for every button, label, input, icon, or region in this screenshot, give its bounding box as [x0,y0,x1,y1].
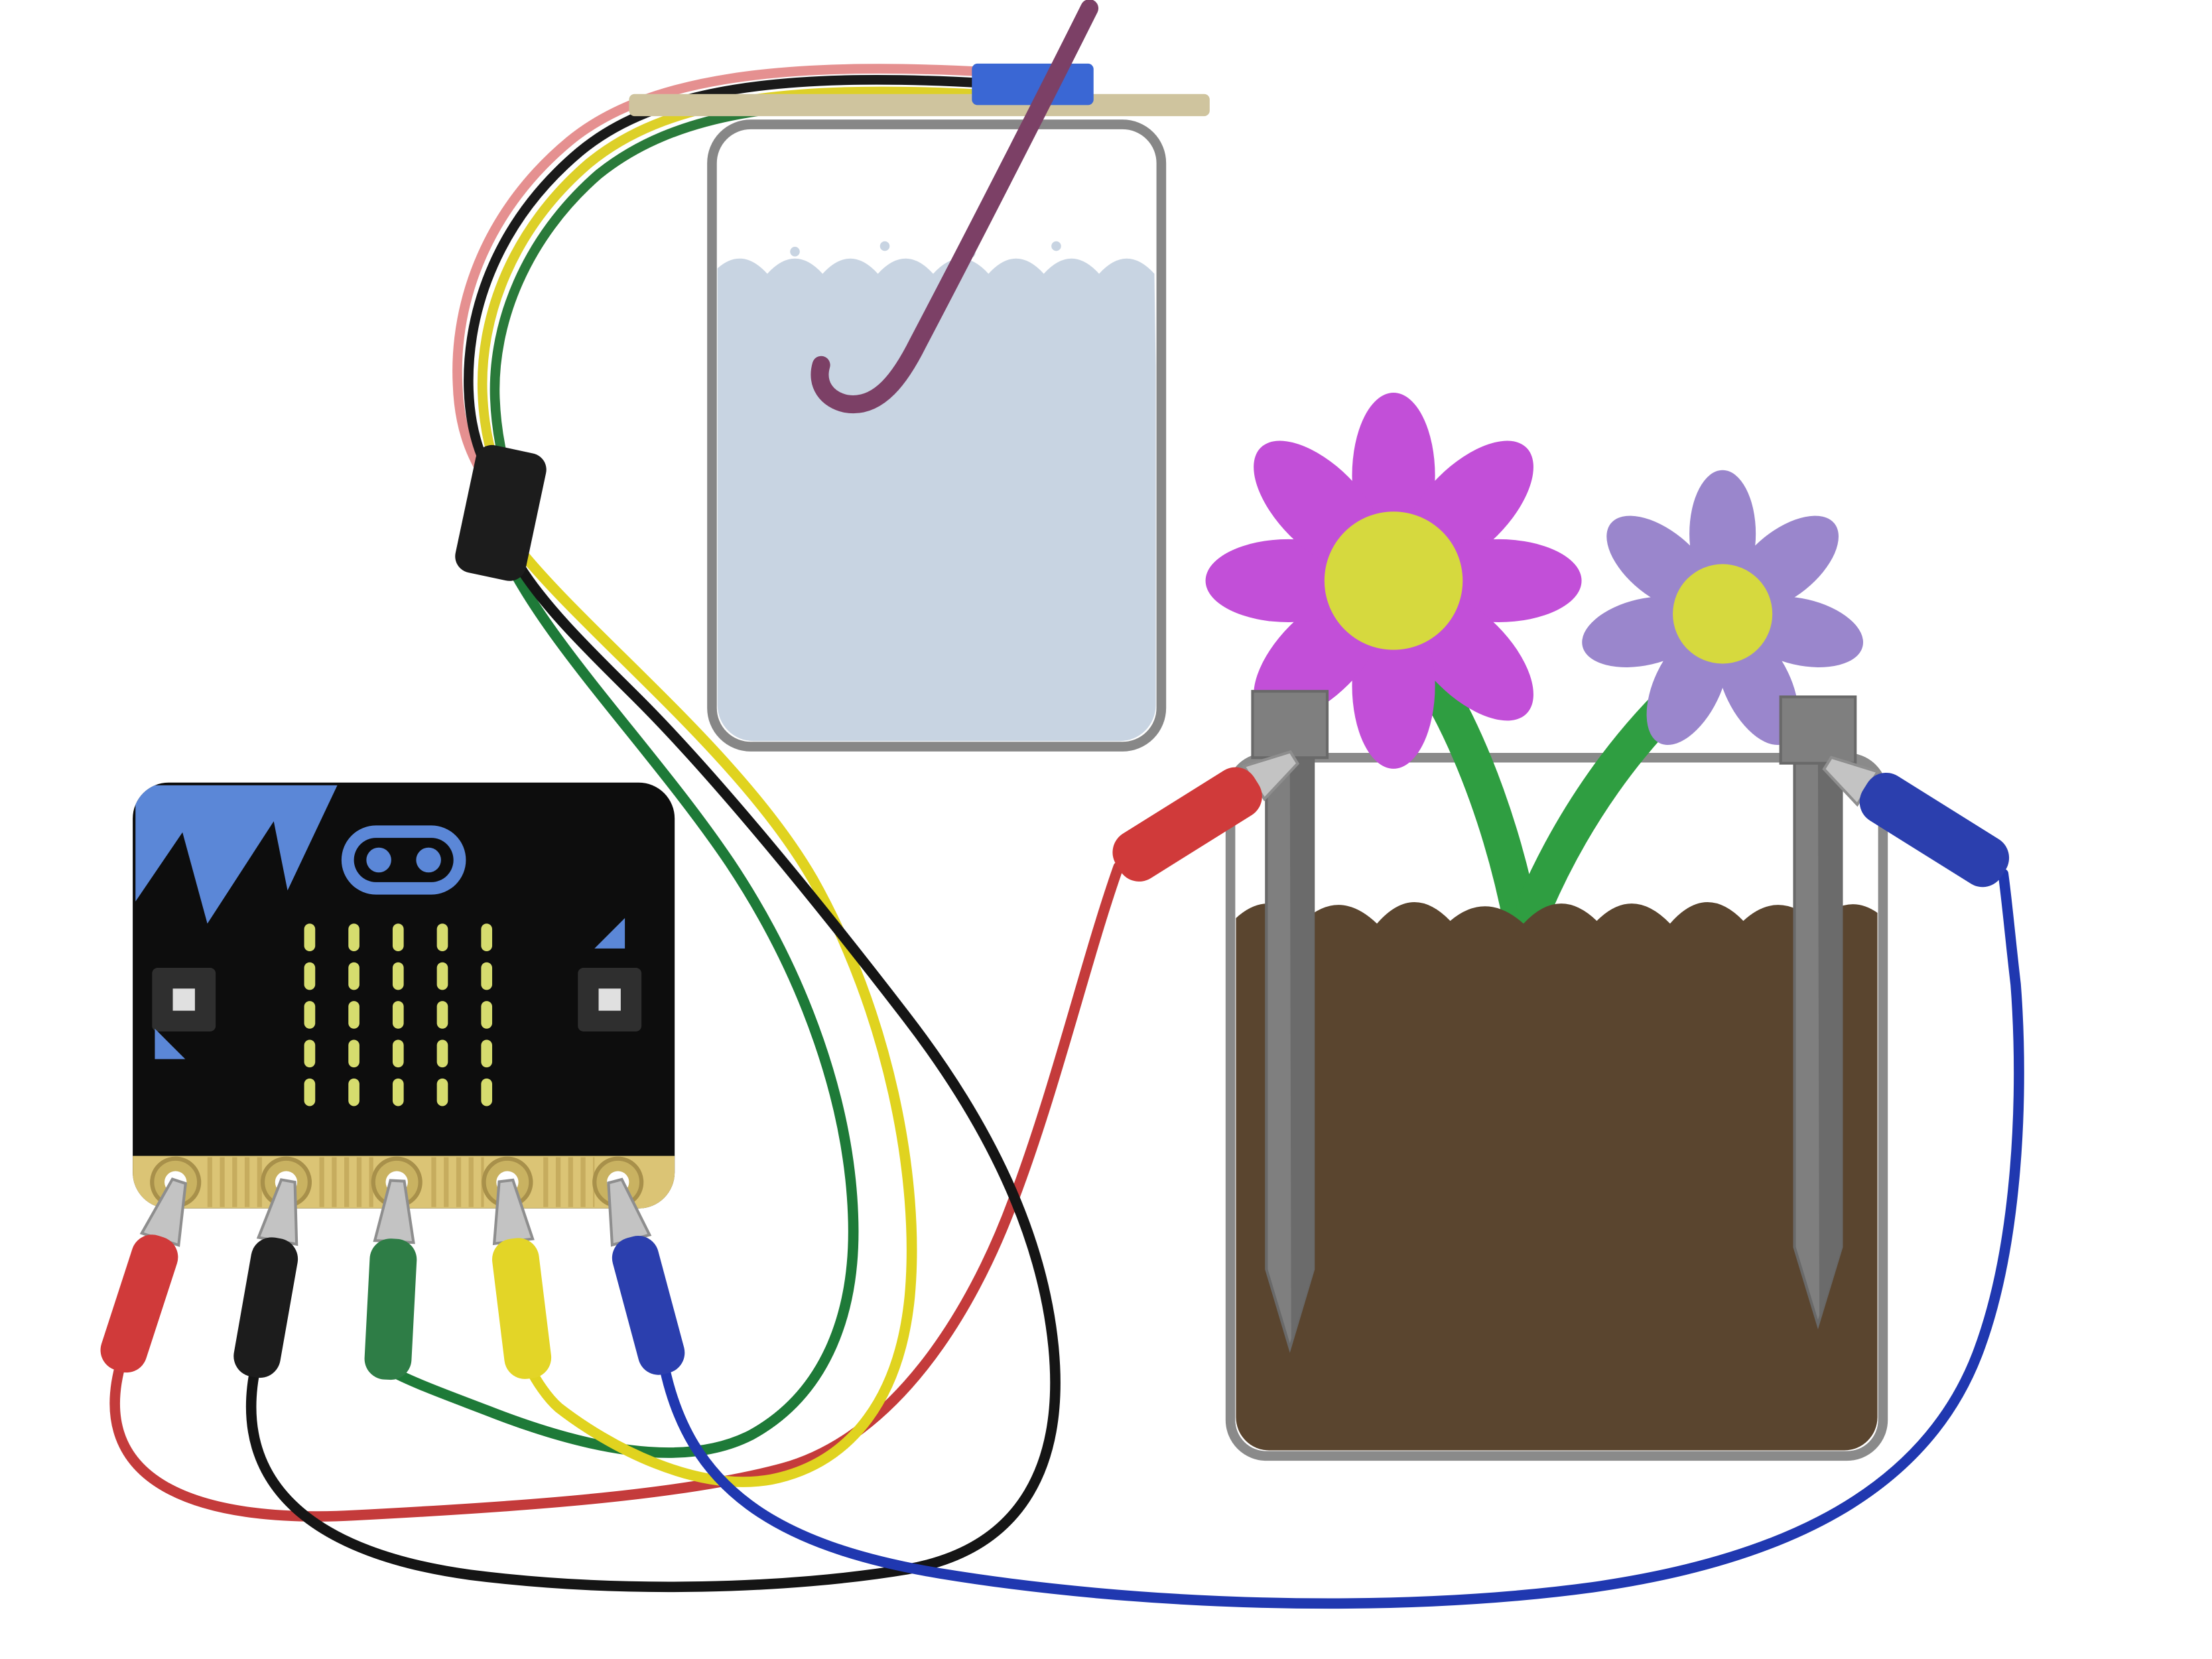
button-a-cap [172,988,195,1011]
pin-stripes [207,1157,263,1207]
nail-shaft-shade [1289,758,1314,1343]
led [392,962,404,990]
wire-black [245,561,1061,1593]
led [304,1001,316,1029]
clip-sleeve [1112,767,1262,882]
corner-decoration [135,785,338,924]
button-a [152,968,216,1031]
clip-sleeve [1859,772,2010,888]
water-droplet [790,247,800,257]
cable-sleeve [455,444,547,581]
led [481,1039,493,1068]
clip-jaw [492,1178,535,1246]
nail-left [1251,690,1329,1353]
nail-head [1251,690,1329,760]
led [392,1078,404,1106]
clip-jaw [256,1178,298,1246]
wire-red [109,862,1124,1522]
led [348,1039,359,1068]
board-triangle-right [594,918,625,949]
led [481,1001,493,1029]
nail-shaft-shade [1817,763,1842,1319]
led [436,1001,448,1029]
flower-center [1673,564,1773,664]
led [348,1078,359,1106]
clip-sleeve [100,1234,178,1373]
nail-right [1779,695,1857,1330]
flower-small [1575,470,1870,758]
microbit-clips [100,1177,685,1380]
button-b [578,968,642,1031]
tape [972,63,1094,105]
pin-stripes [428,1157,484,1207]
led [392,1039,404,1068]
clip-sleeve [612,1236,685,1375]
pot-clips [1112,750,2010,888]
led [304,1039,316,1068]
wire-yellow [514,545,917,1487]
clip-sleeve [492,1238,552,1379]
water-droplet [879,241,890,251]
microbit-logo [341,825,466,895]
plant-pot [1205,392,1888,1461]
wire-green [381,551,859,1458]
logo-eye [416,847,441,873]
sensor-stick [629,94,1210,117]
alligator-clip-green [364,1179,417,1380]
logo-eye [366,847,391,873]
clip-jaw [607,1177,652,1247]
led [304,962,316,990]
board-body [133,782,675,1209]
led [481,962,493,990]
clip-sleeve [233,1237,298,1378]
led [481,1078,493,1106]
pin-stripes [318,1157,373,1207]
led [481,923,493,952]
clip-jaw [139,1177,188,1247]
nail-head [1779,695,1857,765]
led [304,923,316,952]
bent-tube [811,0,1099,414]
soil [1236,902,1878,1451]
flower-large [1205,392,1582,769]
led [392,923,404,952]
led [304,1078,316,1106]
bundle-strand-black [464,74,987,484]
wires [109,545,2024,1609]
sleeve-body [455,444,547,581]
water-cup [707,119,1167,752]
clip-sleeve [364,1238,417,1380]
alligator-clip-red [100,1177,188,1373]
led [436,1039,448,1068]
led [348,1001,359,1029]
led [348,923,359,952]
button-b-cap [598,988,621,1011]
alligator-clip-black [233,1178,298,1378]
flower-center [1324,511,1463,650]
led [392,1001,404,1029]
pin-stripes [539,1157,595,1207]
water-droplet [1051,241,1061,251]
led [436,962,448,990]
water [717,258,1156,742]
led [436,1078,448,1106]
bundle-strand-salmon [452,64,992,481]
microbit-board [133,782,675,1209]
board-triangle-left [155,1028,186,1059]
nail-clip-blue [1822,756,2010,888]
alligator-clip-yellow [492,1178,552,1379]
clip-jaw [373,1179,415,1244]
led [348,962,359,990]
led [436,923,448,952]
stem-main [1395,631,1547,986]
wire-blue [658,868,2024,1609]
alligator-clip-blue [607,1177,685,1375]
nail-clip-red [1112,750,1300,882]
